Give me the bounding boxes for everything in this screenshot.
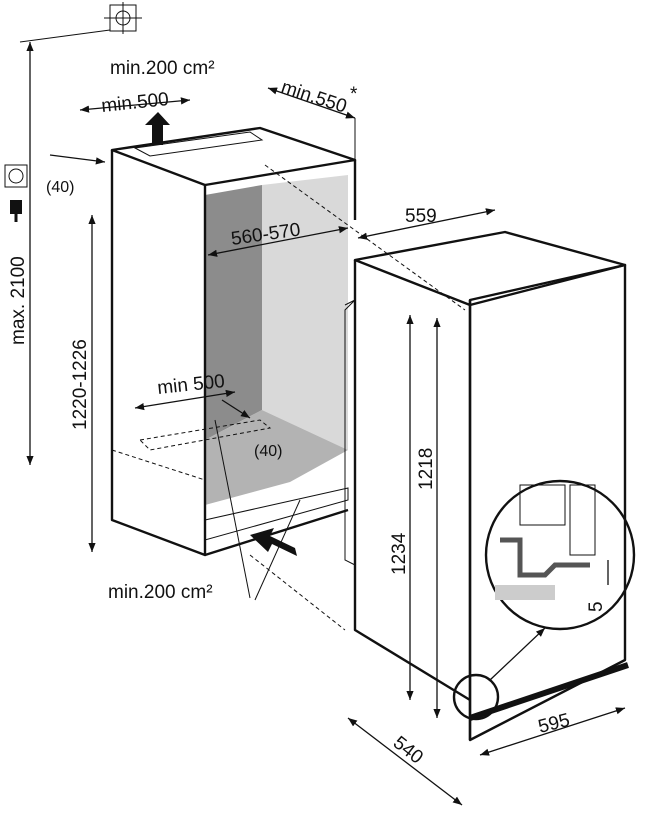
label-depth-niche: min.550: [278, 77, 349, 118]
label-vent-top: min.200 cm²: [110, 58, 215, 79]
label-max-height: max. 2100: [8, 256, 29, 345]
label-asterisk: *: [350, 84, 358, 105]
label-appliance-depth: 559: [405, 206, 437, 227]
label-gap-top: (40): [46, 179, 74, 196]
label-vent-bottom: min.200 cm²: [108, 582, 213, 603]
label-height-body: 1218: [416, 448, 437, 490]
label-detail-gap: 5: [586, 601, 607, 612]
power-socket-icon: [4, 164, 28, 222]
detail-view: [452, 479, 636, 721]
label-total-depth: 540: [389, 732, 427, 768]
niche-cabinet: [110, 126, 357, 557]
wall-mount-icon: [104, 2, 142, 34]
dimension-lines: [19, 29, 626, 806]
label-height-total: 1234: [389, 532, 410, 575]
label-depth-top: min.500: [100, 89, 169, 117]
label-niche-height: 1220-1226: [70, 339, 91, 430]
label-gap-bottom: (40): [254, 443, 282, 460]
label-door-width: 595: [536, 710, 572, 738]
